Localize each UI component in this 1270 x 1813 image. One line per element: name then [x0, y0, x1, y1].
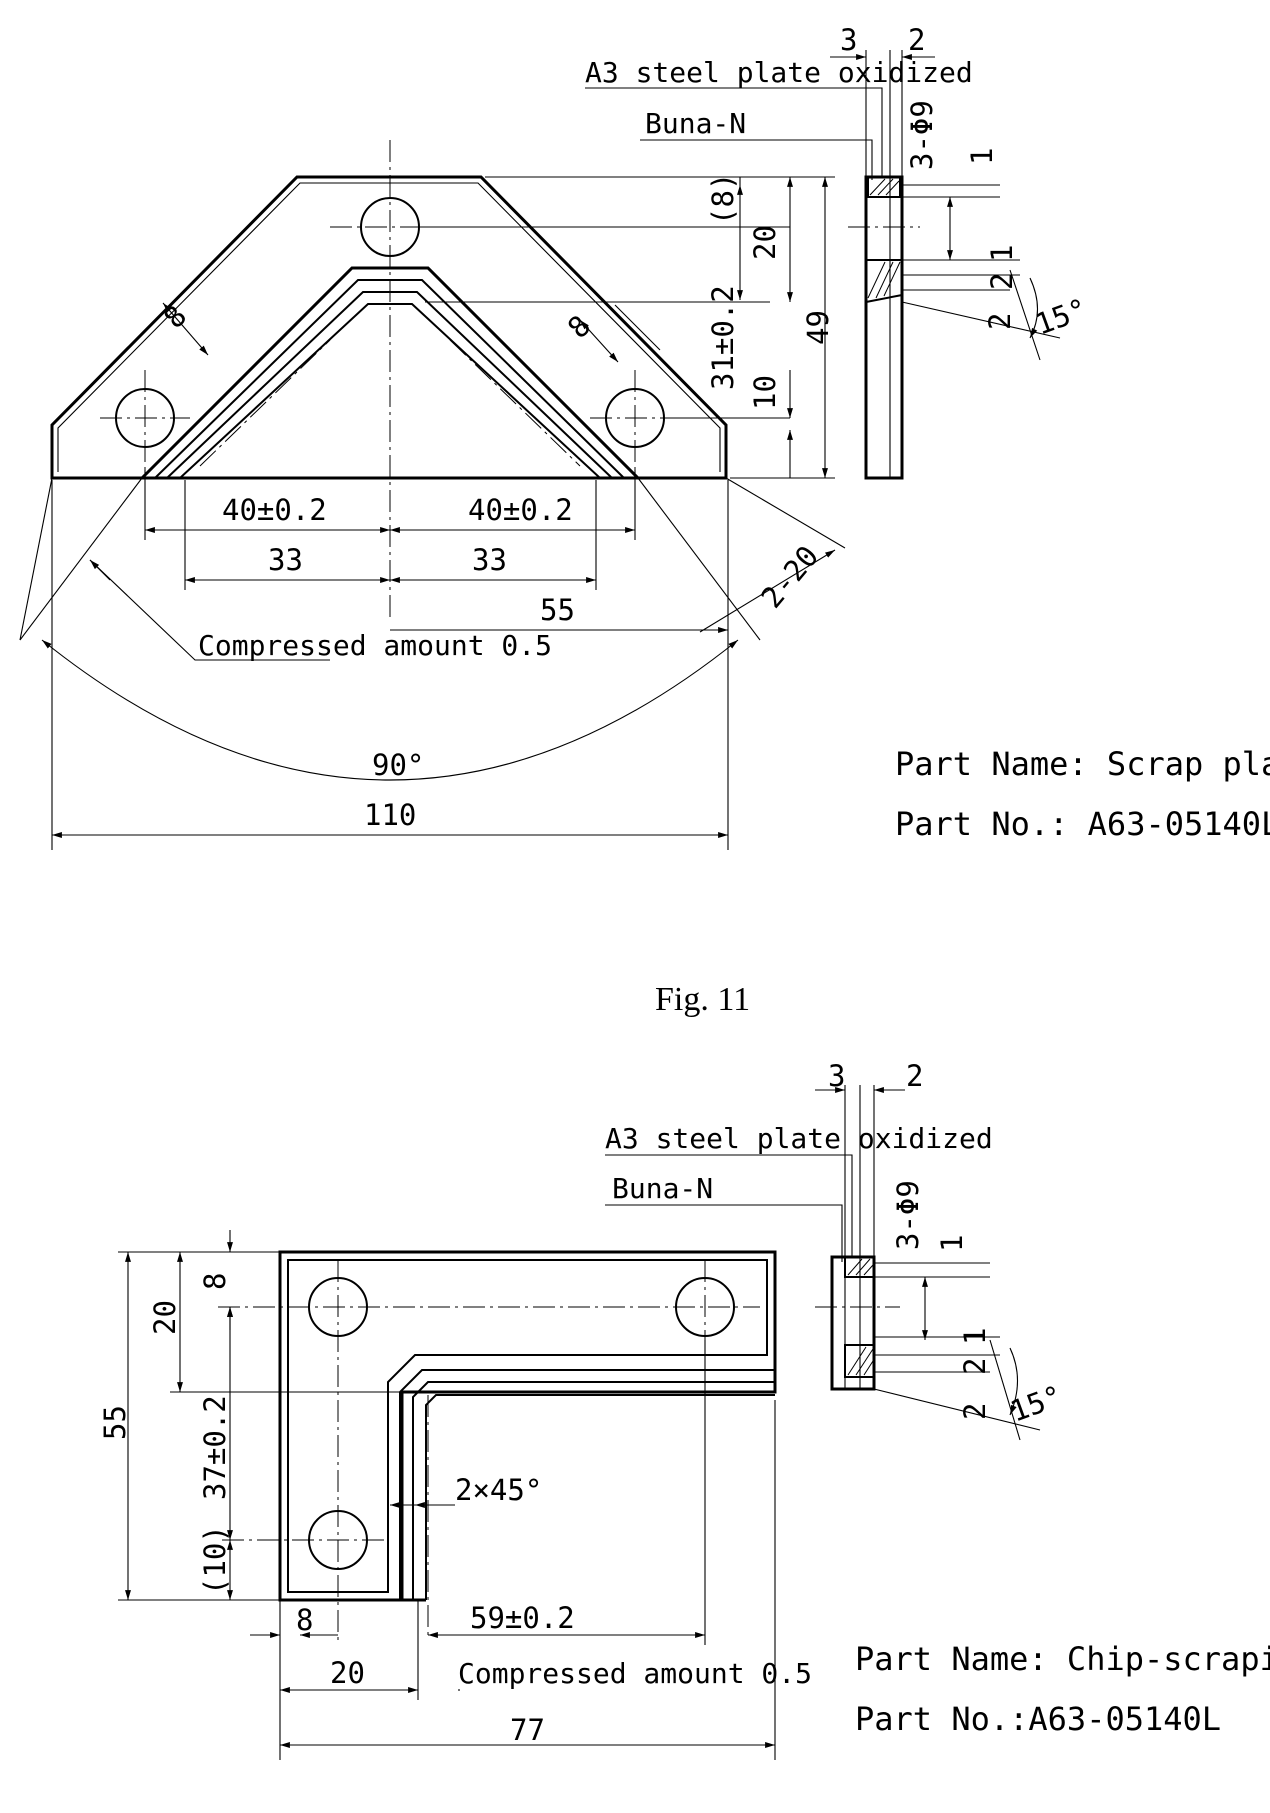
fig11-notch-edge-4 [179, 303, 601, 479]
fig12-part-name: Part Name: Chip-scraping plate [855, 1640, 1270, 1678]
svg-text:2: 2 [908, 23, 925, 57]
svg-text:2: 2 [958, 1358, 992, 1375]
svg-text:20: 20 [148, 1300, 182, 1335]
fig11-side-seal-bottom [865, 259, 903, 304]
svg-text:8: 8 [157, 299, 193, 335]
svg-text:1: 1 [935, 1235, 969, 1252]
svg-text:20: 20 [748, 225, 782, 260]
fig12-drawing [118, 1085, 1041, 1760]
fig11-side-view [864, 175, 904, 480]
svg-text:2: 2 [958, 1403, 992, 1420]
fig12-side-seal-bottom [844, 1344, 875, 1378]
fig11-notch-edge-1 [140, 266, 640, 480]
svg-text:55: 55 [540, 593, 575, 627]
svg-text:33: 33 [268, 543, 303, 577]
fig11-compressed-note: Compressed amount 0.5 [198, 629, 552, 662]
svg-text:(8): (8) [706, 173, 740, 225]
fig12-labels: A3 steel plate oxidized Buna-N 3 2 3-Φ9 … [98, 1059, 1270, 1747]
svg-text:2: 2 [985, 273, 1019, 290]
svg-text:8: 8 [561, 309, 597, 345]
svg-text:49: 49 [801, 310, 835, 345]
svg-text:15°: 15° [1031, 292, 1092, 342]
svg-text:8: 8 [198, 1273, 232, 1290]
svg-text:33: 33 [472, 543, 507, 577]
svg-text:110: 110 [364, 798, 416, 832]
svg-text:1: 1 [958, 1328, 992, 1345]
fig11-labels: A3 steel plate oxidized Buna-N 3 2 3-Φ9 … [157, 23, 1270, 1018]
svg-text:10: 10 [748, 375, 782, 410]
svg-text:(10): (10) [198, 1525, 232, 1595]
fig11-part-name: Part Name: Scrap plate [895, 745, 1270, 783]
svg-text:8: 8 [296, 1603, 313, 1637]
fig12-part-no: Part No.:A63-05140L [855, 1700, 1221, 1738]
fig11-caption: Fig. 11 [655, 981, 750, 1018]
svg-text:3: 3 [828, 1059, 845, 1093]
svg-text:2: 2 [906, 1059, 923, 1093]
svg-text:40±0.2: 40±0.2 [222, 493, 327, 527]
svg-text:40±0.2: 40±0.2 [468, 493, 573, 527]
fig11-drawing [19, 50, 1061, 850]
fig11-part-no: Part No.: A63-05140L [895, 805, 1270, 843]
svg-text:3-Φ9: 3-Φ9 [891, 1180, 925, 1250]
fig11-plate-inner-outline [57, 182, 721, 472]
fig12-material-seal: Buna-N [612, 1172, 713, 1205]
svg-text:15°: 15° [1006, 1379, 1067, 1429]
fig11-plate-outline [50, 175, 728, 480]
svg-text:1: 1 [965, 148, 999, 165]
fig12-material-plate: A3 steel plate oxidized [605, 1122, 993, 1155]
fig12-compressed-note: Compressed amount 0.5 [458, 1657, 812, 1690]
svg-text:55: 55 [98, 1405, 132, 1440]
svg-text:37±0.2: 37±0.2 [198, 1395, 232, 1500]
svg-text:3-Φ9: 3-Φ9 [905, 100, 939, 170]
svg-text:2-20: 2-20 [754, 539, 825, 614]
fig12-plate-inner-outline [287, 1259, 768, 1593]
svg-text:59±0.2: 59±0.2 [470, 1601, 575, 1635]
svg-text:90°: 90° [372, 748, 424, 782]
svg-text:20: 20 [330, 1656, 365, 1690]
fig11-side-seal-top [867, 176, 901, 198]
svg-text:77: 77 [510, 1713, 545, 1747]
fig11-material-plate: A3 steel plate oxidized [585, 56, 973, 89]
svg-text:1: 1 [985, 245, 1019, 262]
fig11-angle-arc [41, 639, 739, 781]
fig12-plate-outline [278, 1250, 777, 1602]
svg-text:2: 2 [983, 313, 1017, 330]
svg-text:3: 3 [840, 23, 857, 57]
fig12-chamfer: 2×45° [455, 1473, 542, 1507]
svg-text:31±0.2: 31±0.2 [706, 285, 740, 390]
fig11-material-seal: Buna-N [645, 107, 746, 140]
